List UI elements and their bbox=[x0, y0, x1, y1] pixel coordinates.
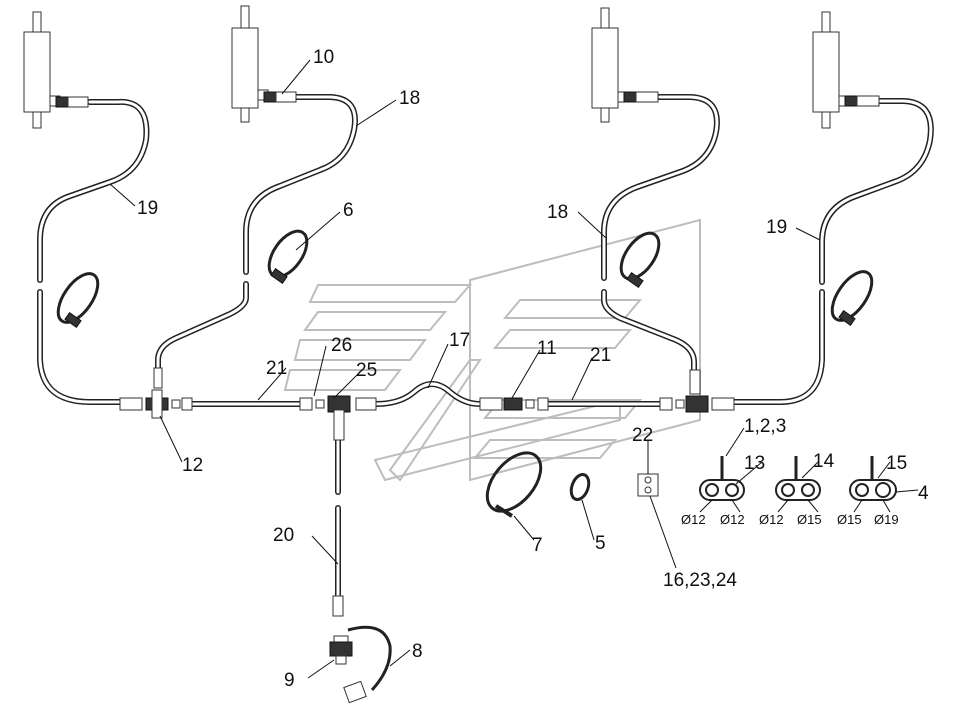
callout-25: 25 bbox=[356, 360, 377, 381]
callout-12: 12 bbox=[182, 455, 203, 476]
clamp-block-22 bbox=[637, 473, 659, 497]
hose-clamp-left bbox=[56, 272, 100, 328]
hose-18-right bbox=[601, 94, 720, 375]
sensor-cable-8 bbox=[343, 625, 392, 704]
hose-clamp-5 bbox=[569, 472, 591, 502]
callout-13: 13 bbox=[744, 453, 765, 474]
callout-19-right: 19 bbox=[766, 217, 787, 238]
cylinder-1 bbox=[23, 11, 61, 129]
pipe-clamp-14 bbox=[775, 456, 821, 501]
callout-17: 17 bbox=[449, 330, 470, 351]
callout-19-left: 19 bbox=[137, 198, 158, 219]
hose-19-right bbox=[731, 97, 934, 405]
diameter-label: Ø15 bbox=[837, 512, 862, 527]
callout-11: 11 bbox=[537, 338, 557, 359]
hose-18-left bbox=[155, 94, 358, 375]
diameter-label: Ø15 bbox=[797, 512, 822, 527]
callout-10: 10 bbox=[313, 47, 334, 68]
cylinder-3 bbox=[591, 7, 629, 123]
tee-fitting-12 bbox=[119, 367, 193, 419]
callout-21-left: 21 bbox=[266, 358, 287, 379]
diameter-label: Ø12 bbox=[759, 512, 784, 527]
callout-9: 9 bbox=[284, 670, 295, 691]
callout-14: 14 bbox=[813, 451, 835, 472]
cylinder-4 bbox=[812, 11, 850, 129]
callout-21-right: 21 bbox=[590, 345, 611, 366]
callout-1-2-3: 1,2,3 bbox=[744, 416, 786, 437]
pipe-clamp-13 bbox=[699, 456, 745, 501]
diameter-label: Ø19 bbox=[874, 512, 899, 527]
hose-clamp-right-inner bbox=[619, 231, 661, 288]
callout-4: 4 bbox=[918, 483, 929, 504]
strap-clamp-7 bbox=[485, 451, 543, 518]
callout-7: 7 bbox=[532, 535, 543, 556]
fitting-26-25 bbox=[299, 395, 377, 441]
cylinder-2 bbox=[231, 5, 269, 123]
watermark-logo bbox=[283, 218, 701, 482]
callout-15: 15 bbox=[886, 453, 907, 474]
fitting-20-bottom bbox=[332, 595, 344, 617]
callout-16-23-24: 16,23,24 bbox=[663, 570, 737, 591]
leader-lines bbox=[109, 59, 919, 679]
callout-labels: 10 18 19 6 18 19 26 21 25 17 11 21 12 22… bbox=[137, 47, 929, 691]
fitting-10 bbox=[55, 91, 880, 108]
callout-22: 22 bbox=[632, 425, 653, 446]
hose-clamp-right-outer bbox=[830, 270, 874, 326]
pipe-clamp-15 bbox=[849, 456, 897, 501]
diameter-label: Ø12 bbox=[720, 512, 745, 527]
hose-19-left bbox=[37, 98, 150, 405]
fitting-11 bbox=[479, 397, 549, 411]
callout-20: 20 bbox=[273, 525, 294, 546]
hose-17 bbox=[373, 381, 483, 407]
pressure-sensor-9 bbox=[329, 635, 353, 665]
callout-6: 6 bbox=[343, 200, 354, 221]
callout-26: 26 bbox=[331, 335, 352, 356]
callout-8: 8 bbox=[412, 641, 423, 662]
callout-18-right: 18 bbox=[547, 202, 568, 223]
tee-fitting-right bbox=[659, 369, 735, 413]
callout-18-left: 18 bbox=[399, 88, 420, 109]
clamp-diameter-labels: Ø12 Ø12 Ø12 Ø15 Ø15 Ø19 bbox=[681, 512, 899, 527]
diameter-label: Ø12 bbox=[681, 512, 706, 527]
callout-5: 5 bbox=[595, 533, 606, 554]
hose-clamp-6 bbox=[267, 229, 309, 284]
